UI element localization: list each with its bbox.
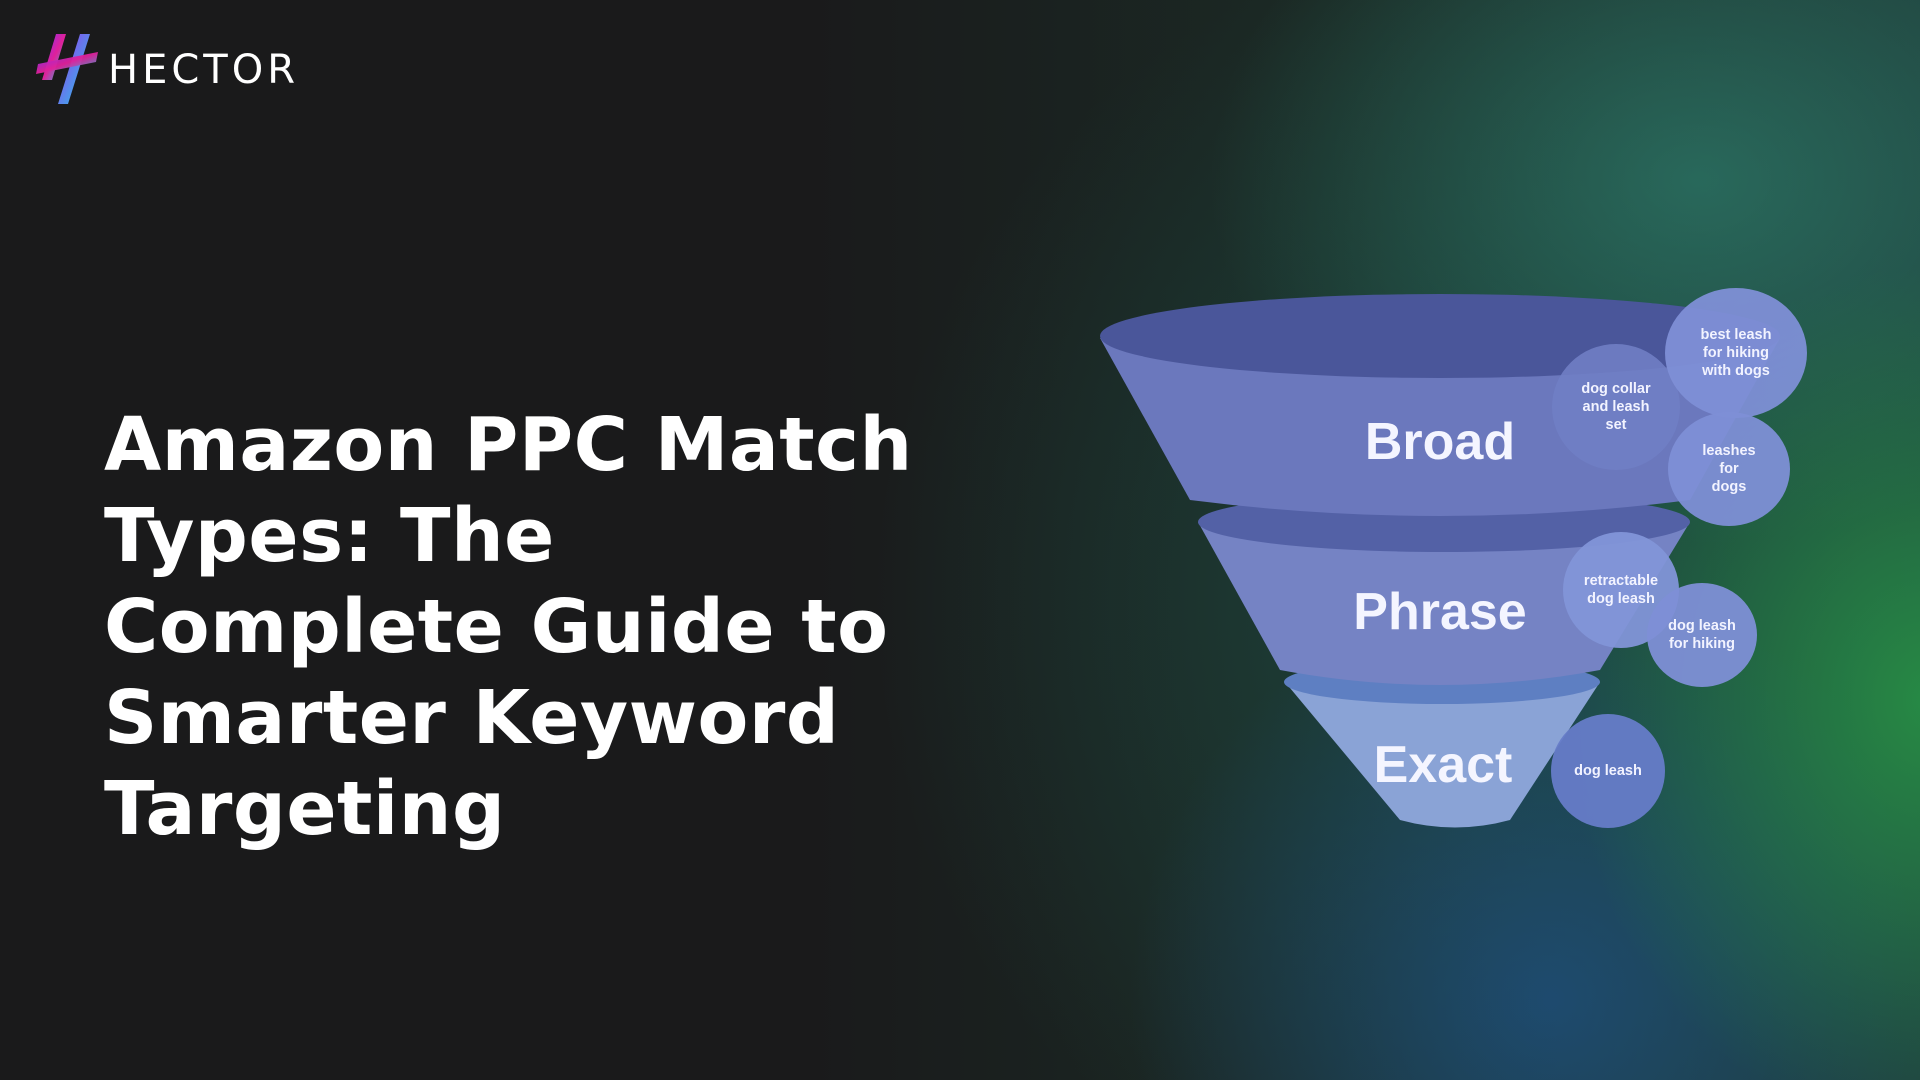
keyword-bubble: dog leash (1551, 714, 1665, 828)
keyword-bubble: dog leash for hiking (1647, 583, 1757, 687)
hector-h-logo-icon (36, 34, 98, 104)
keyword-bubble: leashes for dogs (1668, 412, 1790, 526)
phrase-tier-shape (1198, 522, 1690, 685)
page-title: Amazon PPC Match Types: The Complete Gui… (104, 402, 913, 852)
exact-tier-shape (1285, 682, 1600, 828)
tier-label-phrase: Phrase (1353, 583, 1527, 641)
brand-name: HECTOR (108, 47, 299, 93)
tier-label-exact: Exact (1373, 736, 1513, 794)
brand-logo[interactable]: HECTOR (36, 30, 299, 106)
tier-label-broad: Broad (1364, 413, 1516, 471)
funnel-shapes (1100, 294, 1780, 828)
keyword-bubble: dog collar and leash set (1552, 344, 1680, 470)
match-type-funnel: Broad Phrase Exact dog collar and leash … (1080, 270, 1840, 850)
keyword-bubble: best leash for hiking with dogs (1665, 288, 1807, 418)
